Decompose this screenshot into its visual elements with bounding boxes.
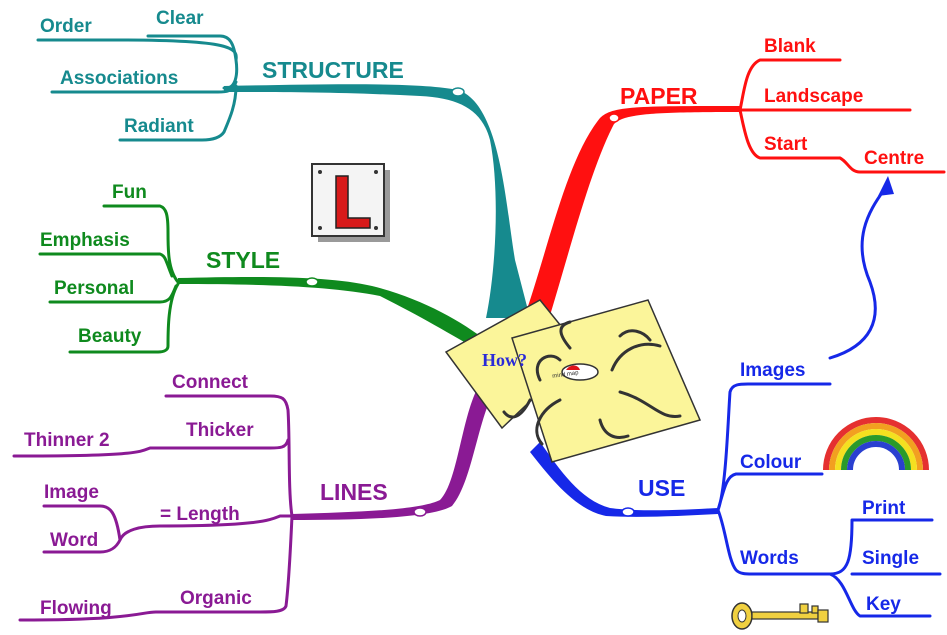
structure-branch: STRUCTURE Order Clear Associations Radia… <box>36 8 530 318</box>
paper-title: PAPER <box>620 83 698 109</box>
paper-sub-lines <box>738 58 946 174</box>
structure-node <box>451 87 465 97</box>
lines-item-thinner-2: Thinner 2 <box>24 430 110 451</box>
lines-item-equals-length: = Length <box>160 504 240 525</box>
use-main-limb <box>530 442 718 517</box>
paper-main-limb <box>524 106 740 322</box>
structure-main-limb <box>224 84 530 318</box>
style-title: STYLE <box>206 247 280 273</box>
style-branch: STYLE Fun Emphasis Personal Beauty <box>38 182 488 354</box>
structure-item-associations: Associations <box>60 68 178 89</box>
lines-title: LINES <box>320 479 388 505</box>
paper-item-blank: Blank <box>764 36 816 57</box>
key-icon <box>731 602 829 630</box>
use-sub-lines <box>716 382 942 618</box>
paper-item-start: Start <box>764 134 808 155</box>
style-item-personal: Personal <box>54 278 134 299</box>
style-item-emphasis: Emphasis <box>40 230 130 251</box>
center-label: How? <box>482 350 527 370</box>
structure-item-order: Order <box>40 16 92 37</box>
style-main-limb <box>178 276 488 352</box>
use-item-print: Print <box>862 498 906 519</box>
lines-item-image: Image <box>44 482 99 503</box>
style-item-beauty: Beauty <box>78 326 142 347</box>
paper-node <box>608 113 620 123</box>
center-notes-image: mind map How? <box>444 299 702 463</box>
lines-item-flowing: Flowing <box>40 598 112 619</box>
use-item-images: Images <box>740 360 805 381</box>
learner-l-plate-icon <box>311 163 390 242</box>
note-sketch-lines <box>502 320 682 446</box>
style-sub-lines <box>38 204 180 354</box>
lines-sub-lines <box>12 394 294 622</box>
lines-node <box>413 507 427 517</box>
note-red-dot <box>566 365 580 370</box>
paper-item-centre: Centre <box>864 148 924 169</box>
center-note-tag: mind map <box>552 370 580 380</box>
structure-sub-lines <box>36 34 239 142</box>
paper-branch: PAPER Blank Landscape Start Centre <box>524 36 946 322</box>
structure-title: STRUCTURE <box>262 57 404 83</box>
lines-item-connect: Connect <box>172 372 249 393</box>
use-node <box>621 507 635 517</box>
structure-item-radiant: Radiant <box>124 116 194 137</box>
use-item-colour: Colour <box>740 452 802 473</box>
use-item-single: Single <box>862 548 919 569</box>
paper-item-landscape: Landscape <box>764 86 863 107</box>
arrow-icon <box>828 176 894 360</box>
use-branch: USE Images Colour Print Words Single Key <box>530 360 942 618</box>
rainbow-icon <box>823 417 929 471</box>
use-title: USE <box>638 475 685 501</box>
style-node <box>305 277 319 287</box>
use-item-key: Key <box>866 594 901 615</box>
lines-item-organic: Organic <box>180 588 252 609</box>
lines-item-word: Word <box>50 530 98 551</box>
structure-item-clear: Clear <box>156 8 204 29</box>
style-item-fun: Fun <box>112 182 147 203</box>
lines-item-thicker: Thicker <box>186 420 254 441</box>
lines-branch: LINES Connect Thinner 2 Thicker Image = … <box>12 372 500 622</box>
use-item-words: Words <box>740 548 799 569</box>
